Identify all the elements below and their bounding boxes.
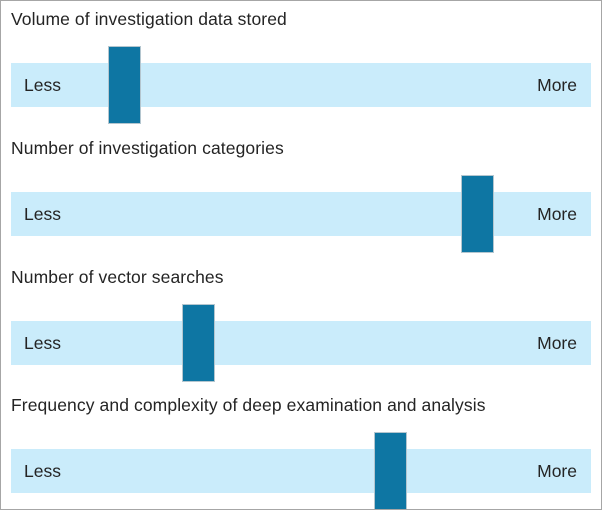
slider-control[interactable]: Less More (11, 304, 591, 382)
slider-track[interactable] (11, 192, 591, 236)
slider-label: Number of vector searches (11, 267, 224, 287)
slider-min-label: Less (24, 204, 61, 224)
slider-group-4: Frequency and complexity of deep examina… (1, 393, 601, 509)
slider-min-label: Less (24, 75, 61, 95)
slider-thumb[interactable] (461, 175, 494, 253)
slider-track[interactable] (11, 63, 591, 107)
slider-min-label: Less (24, 461, 61, 481)
slider-control[interactable]: Less More (11, 46, 591, 124)
slider-label: Volume of investigation data stored (11, 9, 287, 29)
slider-max-label: More (537, 461, 577, 481)
slider-track[interactable] (11, 321, 591, 365)
slider-label: Frequency and complexity of deep examina… (11, 395, 486, 415)
slider-control[interactable]: Less More (11, 432, 591, 509)
slider-max-label: More (537, 75, 577, 95)
slider-group-2: Number of investigation categories Less … (1, 136, 601, 265)
slider-group-1: Volume of investigation data stored Less… (1, 7, 601, 136)
slider-thumb[interactable] (182, 304, 215, 382)
slider-track[interactable] (11, 449, 591, 493)
slider-max-label: More (537, 333, 577, 353)
slider-thumb[interactable] (374, 432, 407, 509)
slider-min-label: Less (24, 333, 61, 353)
slider-control[interactable]: Less More (11, 175, 591, 253)
slider-label: Number of investigation categories (11, 138, 284, 158)
slider-max-label: More (537, 204, 577, 224)
slider-group-3: Number of vector searches Less More (1, 265, 601, 394)
slider-thumb[interactable] (108, 46, 141, 124)
